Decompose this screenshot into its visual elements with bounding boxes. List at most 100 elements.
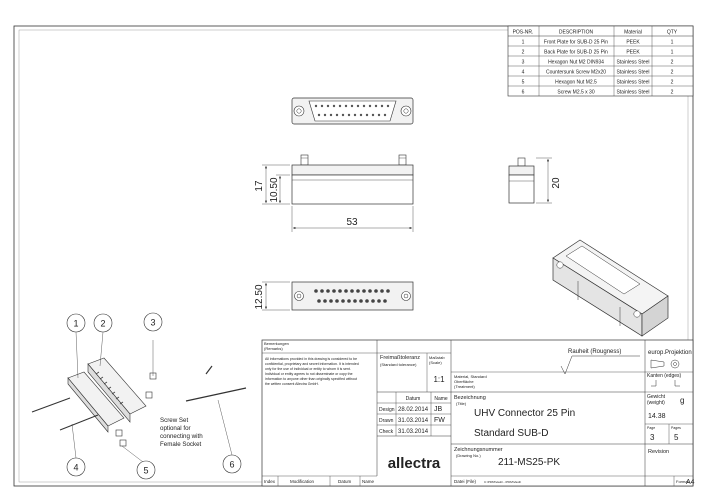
callout-balloons: 1 2 3 4 5 6 <box>66 312 242 480</box>
top-view <box>291 97 414 125</box>
dim-height-body: 10.50 <box>269 177 280 202</box>
exploded-pins <box>95 371 124 405</box>
callout-6-label: 6 <box>229 460 234 470</box>
callout-2 <box>93 313 113 333</box>
callout-1 <box>66 313 86 333</box>
bom-header-material: Material <box>624 30 642 36</box>
bom-cell: 2 <box>671 70 674 76</box>
callout-6 <box>222 454 242 474</box>
note-line: Screw Set <box>160 417 188 424</box>
note-line: connecting with <box>160 433 203 440</box>
bom-cell: 2 <box>671 90 674 96</box>
bom-cell: Back Plate for SUB-D 25 Pin <box>544 50 608 56</box>
weight-label-en: (weight) <box>647 400 665 406</box>
scale-value: 1:1 <box>433 375 445 384</box>
bom-header-description: DESCRIPTION <box>559 30 594 36</box>
remarks-label: Bemerkungen <box>264 341 289 346</box>
designation-label-en: (Title) <box>456 401 467 406</box>
scale-label: Maßstab <box>429 355 445 360</box>
confidential-line: All informations provided in this drawin… <box>265 357 357 361</box>
revision-label: Revision <box>648 449 669 455</box>
file-label: Datei (File) <box>454 479 477 484</box>
bottom-view-dimensions <box>262 281 290 311</box>
file-path: C:\PDM\Vault\...\PDM\Vault\ <box>484 480 521 484</box>
drawing-title-line1: UHV Connector 25 Pin <box>474 408 575 419</box>
bom-cell: Stainless Steel <box>616 80 649 86</box>
exploded-note: Screw Set optional for connecting with F… <box>160 417 203 448</box>
isometric-view <box>552 239 669 337</box>
bom-cell: Front Plate for SUB-D 25 Pin <box>544 40 608 46</box>
title-block <box>261 339 694 487</box>
drawn-name: FW <box>434 417 445 424</box>
designation-label: Bezeichnung <box>454 395 486 401</box>
bom-cell: 1 <box>522 40 525 46</box>
name-col-header: Name <box>434 396 448 402</box>
confidential-line: confidential, proprietary and secret inf… <box>265 362 359 366</box>
scale-label-en: (Scale) <box>429 360 442 365</box>
pages-label: Pages <box>671 426 681 430</box>
weight-label: Gewicht <box>647 394 666 400</box>
front-view <box>291 154 414 205</box>
bom-cell: 2 <box>522 50 525 56</box>
front-view-dimensions <box>262 164 414 232</box>
date-col-header: Datum <box>406 396 421 402</box>
callout-4 <box>66 457 86 477</box>
exploded-view <box>31 340 247 447</box>
rev-date-header: Datum <box>338 479 352 484</box>
bom-header-pos: POS-NR. <box>513 30 534 36</box>
confidential-line: information to anyone other than origina… <box>265 377 357 381</box>
bom-cell: 5 <box>522 80 525 86</box>
bom-cell: PEEK <box>626 40 640 46</box>
callout-2-label: 2 <box>100 319 105 329</box>
format-value: A4 <box>686 479 695 486</box>
bom-cell: 1 <box>671 50 674 56</box>
check-label: Check <box>379 429 394 435</box>
edges-label: Kanten (edges) <box>647 373 682 379</box>
bom-cell: Hexagon Nut M2 DIN934 <box>548 60 604 66</box>
confidential-line: the written consent Allectra GmbH. <box>265 382 319 386</box>
bom-cell: 3 <box>522 60 525 66</box>
callout-5-label: 5 <box>143 466 148 476</box>
side-view-dimensions <box>536 157 552 204</box>
roughness-label: Rauheit (Rougness) <box>568 349 621 355</box>
design-label: Design <box>379 407 395 413</box>
callout-3 <box>143 312 163 332</box>
bom-header-qty: QTY <box>667 30 678 36</box>
bottom-view-pins <box>314 289 390 303</box>
callout-5 <box>136 460 156 480</box>
material-line: (Treatment) <box>454 384 475 389</box>
bottom-view <box>291 281 414 311</box>
bom-cell: Screw M2.5 x 30 <box>557 90 594 96</box>
page-value: 3 <box>650 433 655 442</box>
confidential-line: only for the use of individual or entity… <box>265 367 351 371</box>
drawn-label: Drawn <box>379 418 394 424</box>
design-date: 28.02.2014 <box>398 407 429 413</box>
rev-index-header: Index <box>264 479 276 484</box>
bom-cell: Stainless Steel <box>616 70 649 76</box>
tolerance-label-en: (Standard tolerance) <box>380 362 417 367</box>
bom-table: POS-NR. DESCRIPTION Material QTY 1 Front… <box>507 25 694 97</box>
weight-unit: g <box>680 396 684 405</box>
note-line: Female Socket <box>160 441 202 448</box>
note-line: optional for <box>160 425 191 432</box>
top-view-pins <box>314 104 390 117</box>
bom-cell: Hexagon Nut M2.5 <box>555 80 597 86</box>
callout-4-label: 4 <box>73 463 78 473</box>
bom-cell: 2 <box>671 60 674 66</box>
dim-width: 53 <box>346 217 358 228</box>
bom-cell: 4 <box>522 70 525 76</box>
drawn-date: 31.03.2014 <box>398 418 429 424</box>
pages-value: 5 <box>674 433 679 442</box>
callout-3-label: 3 <box>150 318 155 328</box>
drawing-number: 211-MS25-PK <box>498 457 560 468</box>
format-label: Format <box>676 479 690 484</box>
bom-cell: Stainless Steel <box>616 60 649 66</box>
bom-cell: PEEK <box>626 50 640 56</box>
rev-mod-header: Modification <box>290 479 315 484</box>
design-name: JB <box>434 406 443 413</box>
bom-cell: 2 <box>671 80 674 86</box>
check-date: 31.03.2014 <box>398 429 429 435</box>
page-label: Page <box>647 426 655 430</box>
dim-height-total: 17 <box>254 180 265 192</box>
